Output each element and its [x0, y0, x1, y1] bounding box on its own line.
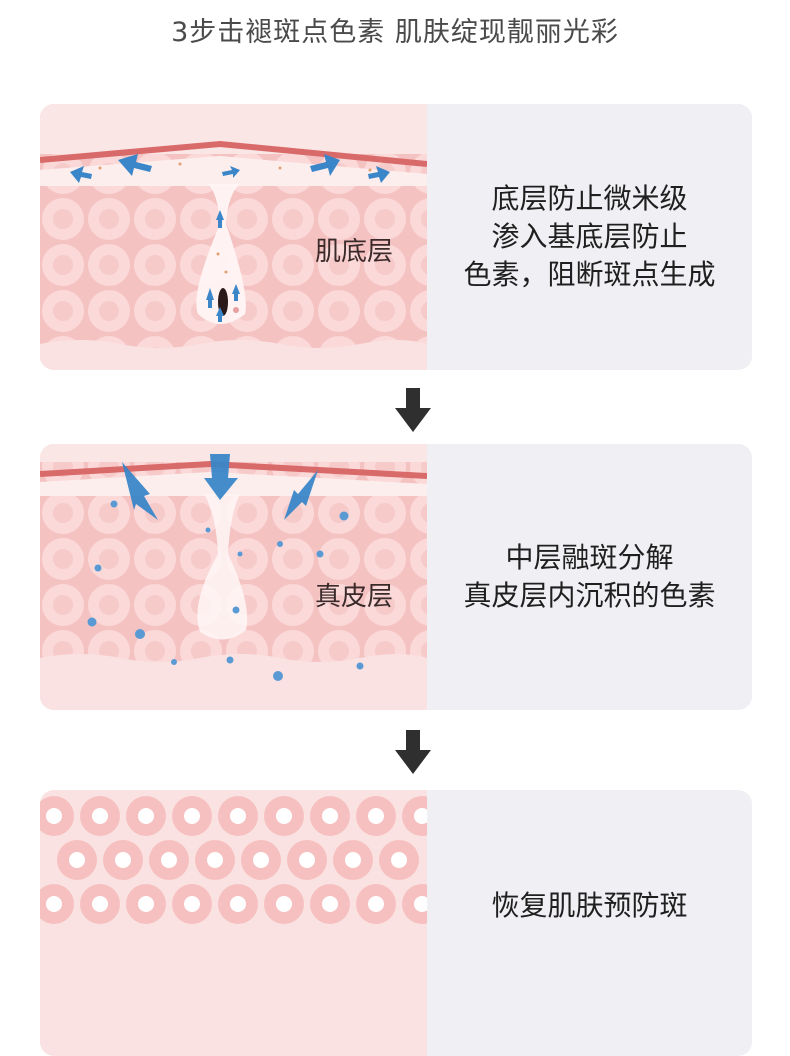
skin-illustration-basal	[40, 104, 427, 370]
layer-label-dermis: 真皮层	[315, 582, 394, 612]
description-line: 恢复肌肤预防斑	[491, 889, 688, 922]
down-arrow-icon	[395, 388, 431, 432]
down-arrow-icon	[395, 730, 431, 774]
layer-label-basal: 肌底层	[315, 237, 394, 267]
description-line: 渗入基底层防止	[491, 220, 688, 253]
description-line: 色素，阻断斑点生成	[463, 258, 716, 291]
step-card-1: 肌底层 底层防止微米级 渗入基底层防止 色素，阻断斑点生成	[40, 104, 752, 370]
step-1-description: 底层防止微米级 渗入基底层防止 色素，阻断斑点生成	[427, 104, 752, 370]
step-2-description: 中层融斑分解 真皮层内沉积的色素	[427, 444, 752, 710]
skin-illustration-dermis	[40, 444, 427, 710]
description-line: 真皮层内沉积的色素	[463, 579, 716, 612]
step-card-2: 真皮层 中层融斑分解 真皮层内沉积的色素	[40, 444, 752, 710]
page-headline: 3步击褪斑点色素 肌肤绽现靓丽光彩	[171, 17, 619, 48]
skin-illustration-surface	[40, 790, 427, 1056]
step-card-3: 恢复肌肤预防斑	[40, 790, 752, 1056]
description-line: 中层融斑分解	[505, 541, 674, 574]
description-line: 底层防止微米级	[491, 182, 688, 215]
